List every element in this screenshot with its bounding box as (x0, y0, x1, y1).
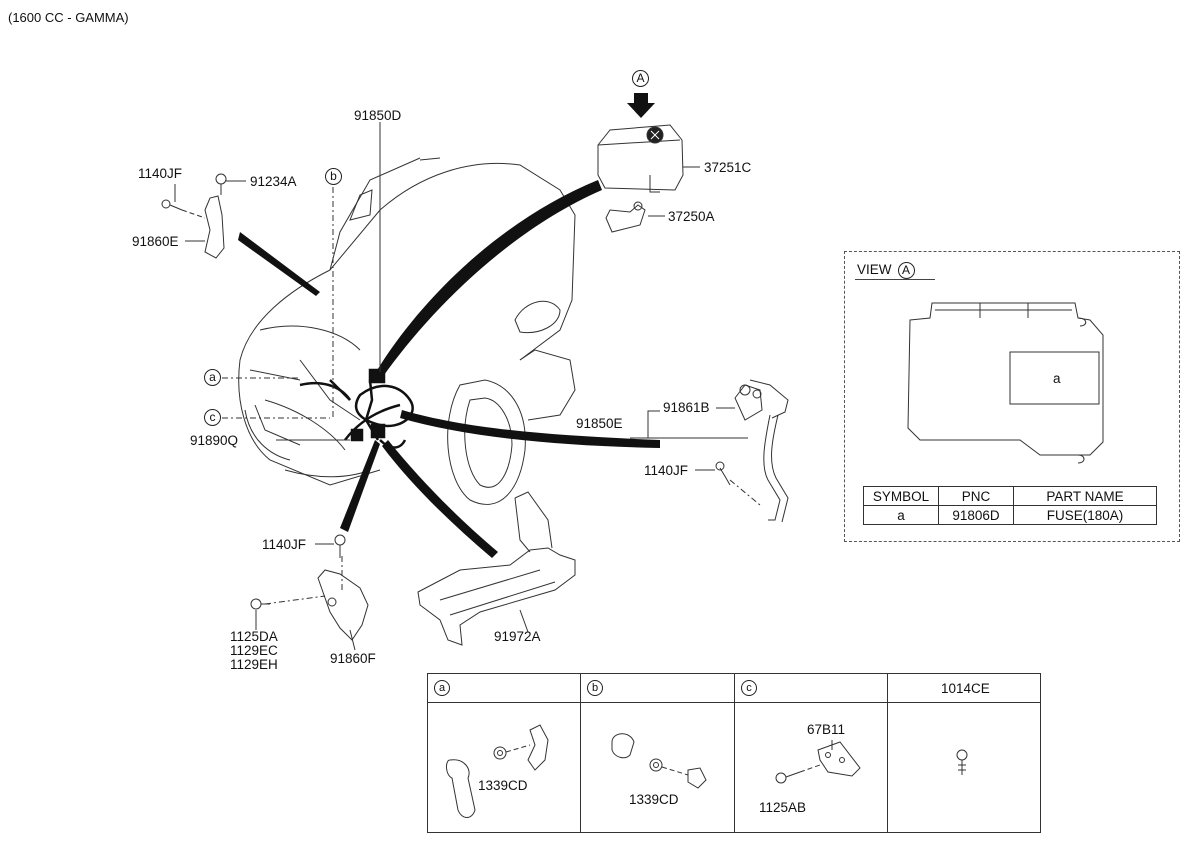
header-symbol: SYMBOL (863, 486, 939, 506)
engine-title: (1600 CC - GAMMA) (8, 10, 129, 25)
leader-lines (174, 122, 761, 651)
label-91890Q: 91890Q (190, 433, 239, 448)
detail-col-c: c 67B11 1125AB (735, 674, 888, 832)
label-1140JF-right: 1140JF (644, 463, 689, 478)
label-91234A: 91234A (250, 174, 297, 189)
label-91972A: 91972A (494, 629, 541, 644)
label-91860F: 91860F (330, 651, 376, 666)
bracket-91860F (250, 534, 369, 641)
header-part-name: PART NAME (1013, 486, 1157, 506)
detail-col-b-header: b (581, 674, 734, 703)
wiring-harness (299, 368, 414, 449)
detail-col-d: 1014CE (888, 674, 1040, 832)
battery-cable (715, 379, 789, 523)
symbol-a-callout: a (204, 369, 221, 386)
fuse-symbol-a: a (1053, 371, 1061, 386)
callout-A: A (632, 70, 649, 87)
label-91860E: 91860E (132, 234, 179, 249)
fuse-box-cover (597, 124, 684, 193)
pnc-table-row: a 91806D FUSE(180A) (863, 505, 1157, 525)
view-a-panel: VIEW A a SYMBOL PNC PART NAME a 91806D FU… (844, 251, 1180, 542)
pnc-table: SYMBOL PNC PART NAME a 91806D FUSE(180A) (863, 486, 1157, 525)
view-label: VIEW (857, 262, 892, 277)
detail-col-b: b 1339CD (581, 674, 735, 832)
label-91850D: 91850D (354, 108, 402, 123)
detail-a-part: 1339CD (478, 778, 528, 793)
detail-col-a: a 1339CD (428, 674, 581, 832)
detail-table: a 1339CD b 1339CD c 67B11 1125AB 1014CE (427, 673, 1041, 833)
symbol-c-callout: c (204, 409, 221, 426)
view-title: VIEW A (857, 262, 915, 279)
label-91861B: 91861B (663, 400, 710, 415)
detail-col-d-header: 1014CE (888, 674, 1040, 703)
label-1129EH: 1129EH (230, 657, 278, 672)
label-1140JF-top: 1140JF (138, 166, 183, 181)
bracket-91860E (161, 173, 227, 259)
detail-b-part: 1339CD (629, 792, 679, 807)
pnc-table-header: SYMBOL PNC PART NAME (863, 486, 1157, 506)
detail-col-c-header: c (735, 674, 887, 703)
label-1140JF-bottom: 1140JF (262, 537, 307, 552)
row-part-name: FUSE(180A) (1013, 505, 1157, 525)
detail-c-part-top: 67B11 (807, 722, 846, 737)
symbol-b-callout: b (325, 168, 342, 185)
header-pnc: PNC (938, 486, 1014, 506)
callout-wedges (238, 180, 660, 558)
view-underline (855, 279, 935, 280)
frame-91972A (417, 491, 576, 646)
label-37251C: 37251C (704, 160, 752, 175)
row-pnc: 91806D (938, 505, 1014, 525)
detail-d-header: 1014CE (941, 681, 990, 696)
detail-symbol-b: b (587, 680, 603, 696)
label-37250A: 37250A (668, 209, 715, 224)
detail-parts (446, 724, 968, 818)
view-arrow (627, 93, 655, 118)
fuse-box-view (907, 302, 1104, 464)
label-1129EC: 1129EC (230, 643, 278, 658)
label-1125DA: 1125DA (230, 629, 278, 644)
car-outline (238, 157, 576, 505)
label-91850E: 91850E (576, 416, 623, 431)
detail-symbol-c: c (741, 680, 757, 696)
view-circle: A (897, 262, 915, 279)
row-symbol: a (863, 505, 939, 525)
bracket-37250A (605, 201, 646, 233)
detail-symbol-a: a (434, 680, 450, 696)
detail-col-a-header: a (428, 674, 580, 703)
detail-c-part-bottom: 1125AB (759, 800, 807, 815)
